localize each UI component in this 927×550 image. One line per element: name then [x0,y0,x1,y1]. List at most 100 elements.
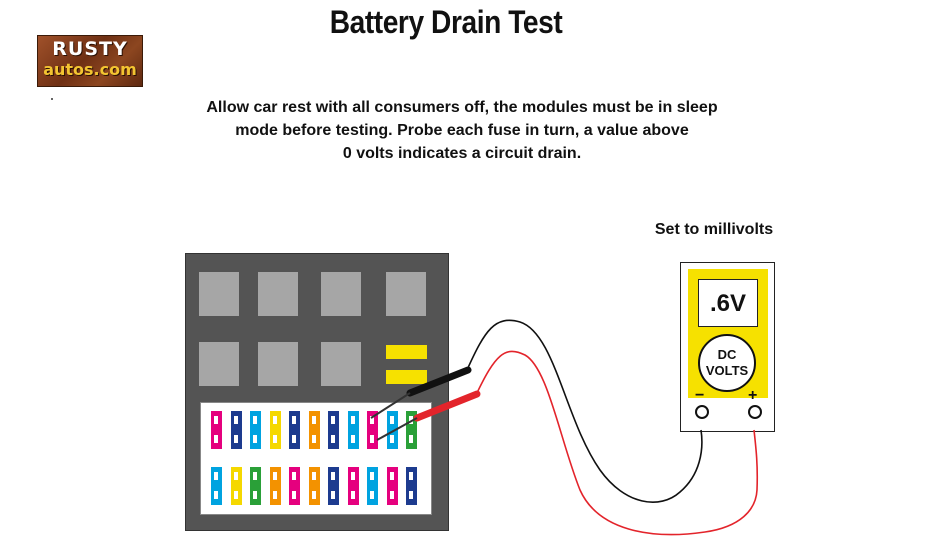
negative-sign: − [695,387,705,404]
fuse-test-point [311,416,316,424]
negative-probe[interactable] [370,366,472,419]
rustyautos-logo: RUSTY autos.com [37,35,143,87]
fuse-test-point [253,472,257,480]
fuse-test-point [350,435,355,443]
fuse-test-point [292,416,296,424]
instructions-line: 0 volts indicates a circuit drain. [342,145,582,162]
fuse-test-point [389,491,394,499]
fuse-test-point [272,491,277,499]
blade-fuse[interactable] [211,467,222,505]
blade-fuse[interactable] [269,411,281,449]
blade-fuse[interactable] [230,411,242,449]
meter-display: .6V [698,279,758,327]
blade-fuse[interactable] [308,411,320,449]
fuse-test-point [389,472,394,480]
blade-fuse[interactable] [406,467,417,505]
blade-fuse[interactable] [308,467,320,505]
instructions-line: Allow car rest with all consumers off, t… [206,99,718,116]
blade-fuse[interactable] [328,411,339,449]
fuse-test-point [292,491,296,499]
fuse-test-point [233,435,238,443]
fuse-test-point [233,472,238,480]
fuse-test-point [350,416,355,424]
instructions-line: mode before testing. Probe each fuse in … [235,122,689,139]
positive-sign: + [748,387,758,404]
fuse-test-point [389,435,394,443]
dial-label-volts: VOLTS [705,363,749,378]
blade-fuse[interactable] [406,411,417,449]
fuse-test-point [233,491,238,499]
fuse-box [185,253,449,531]
fuse-test-point [272,472,277,480]
logo-line2: autos.com [43,60,137,79]
blade-fuse[interactable] [347,411,359,449]
stray-dot [51,98,53,100]
instructions-text: Allow car rest with all consumers off, t… [180,96,744,165]
fuse-test-point [331,435,335,443]
fuse-test-point [389,416,394,424]
fuse-test-point [370,435,374,443]
relay [199,342,239,386]
fuse-test-point [272,416,277,424]
fuse-test-point [214,472,218,480]
blade-fuse[interactable] [367,467,378,505]
blade-fuse[interactable] [386,411,398,449]
relay [258,342,298,386]
fuse-test-point [409,472,413,480]
dial-label-dc: DC [717,347,737,362]
blade-fuse[interactable] [289,467,300,505]
fuse-test-point [370,416,374,424]
fuse-test-point [253,435,257,443]
maxi-fuse [386,345,427,359]
blade-fuse[interactable] [328,467,339,505]
multimeter-body: .6V DC VOLTS [688,269,768,398]
fuse-test-point [233,416,238,424]
fuse-test-point [292,435,296,443]
fuse-test-point [253,416,257,424]
blade-fuse[interactable] [250,411,261,449]
fuse-test-point [370,491,374,499]
blade-fuse[interactable] [386,467,398,505]
positive-probe[interactable] [376,390,481,441]
blade-fuse[interactable] [367,411,378,449]
logo-line1: RUSTY [52,38,128,60]
fuse-test-point [214,491,218,499]
fuse-test-point [370,472,374,480]
multimeter: .6V DC VOLTS − + [680,262,775,432]
fuse-test-point [253,491,257,499]
fuse-test-point [409,435,413,443]
blade-fuse[interactable] [289,411,300,449]
fuse-test-point [409,491,413,499]
fuse-test-point [292,472,296,480]
relay [321,342,361,386]
fuse-panel [200,402,432,515]
negative-jack[interactable] [695,405,709,419]
blade-fuse[interactable] [211,411,222,449]
maxi-fuse [386,370,427,384]
fuse-test-point [409,416,413,424]
fuse-test-point [214,416,218,424]
fuse-test-point [311,435,316,443]
fuse-test-point [331,472,335,480]
blade-fuse[interactable] [230,467,242,505]
positive-wire [475,350,759,536]
fuse-test-point [331,491,335,499]
relay [258,272,298,316]
fuse-test-point [214,435,218,443]
blade-fuse[interactable] [347,467,359,505]
meter-setting-label: Set to millivolts [654,221,774,238]
fuse-test-point [350,491,355,499]
relay [321,272,361,316]
fuse-test-point [272,435,277,443]
fuse-test-point [311,491,316,499]
fuse-test-point [350,472,355,480]
relay [386,272,426,316]
meter-dial: DC VOLTS [698,334,756,392]
page-title: Battery Drain Test [329,4,563,40]
fuse-test-point [311,472,316,480]
negative-wire [466,319,703,503]
fuse-test-point [331,416,335,424]
blade-fuse[interactable] [269,467,281,505]
blade-fuse[interactable] [250,467,261,505]
positive-jack[interactable] [748,405,762,419]
